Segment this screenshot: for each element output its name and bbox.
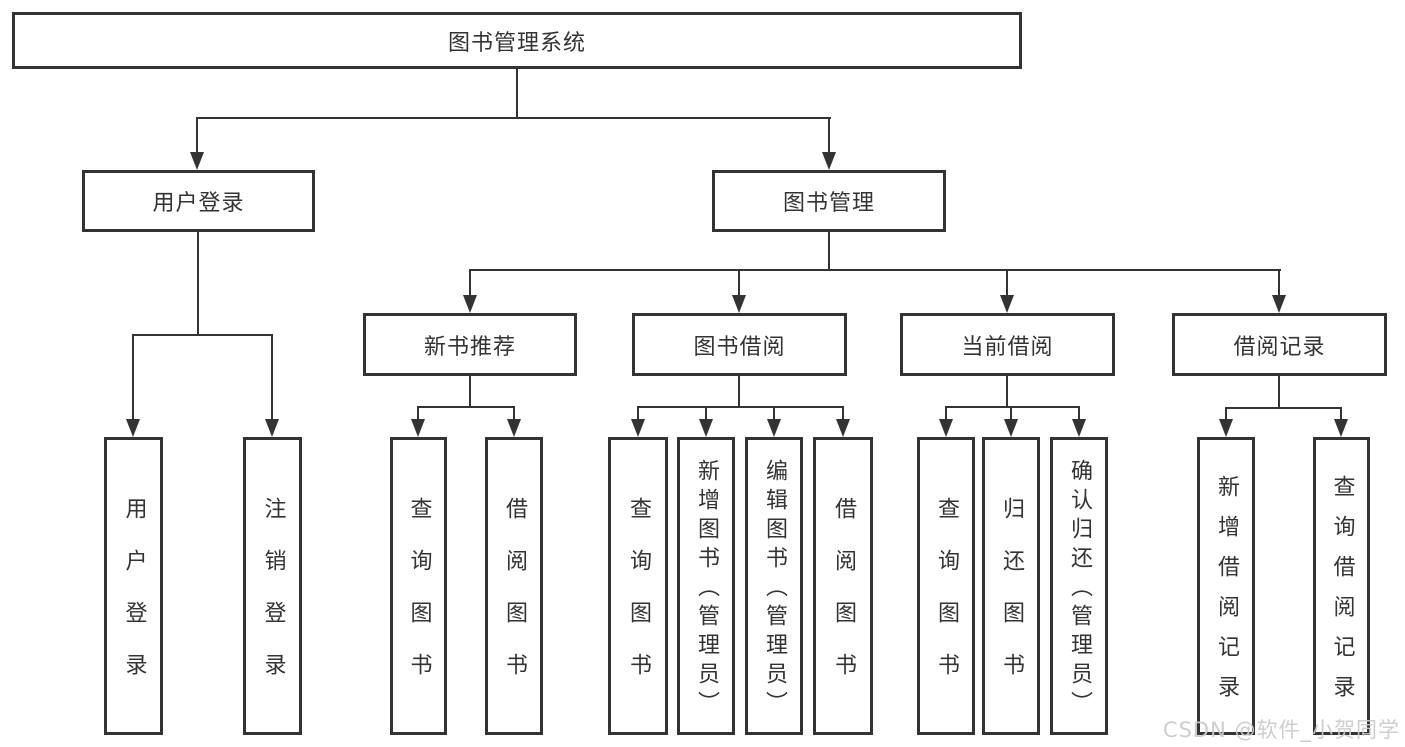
arrow-down-icon: [939, 419, 953, 437]
node-label: 新增借阅记录: [1214, 475, 1239, 715]
node-borrow-records: 借阅记录: [1172, 313, 1387, 376]
connector-line: [196, 117, 198, 153]
arrow-down-icon: [463, 295, 477, 313]
connector-line: [828, 232, 830, 270]
connector-line: [1006, 376, 1008, 407]
node-label: 编辑图书（管理员）: [762, 459, 787, 720]
connector-line: [842, 406, 844, 419]
node-label: 图书管理: [782, 191, 875, 216]
connector-line: [132, 334, 273, 336]
arrow-down-icon: [1000, 295, 1014, 313]
leaf-current-return-books: 归还图书: [982, 437, 1040, 735]
connector-line: [196, 117, 831, 119]
connector-line: [469, 269, 1281, 271]
node-label: 用户登录: [152, 191, 245, 216]
node-label: 查询借阅记录: [1329, 475, 1355, 715]
node-book-management: 图书管理: [712, 170, 946, 232]
node-user-login: 用户登录: [82, 170, 315, 232]
arrow-down-icon: [767, 419, 781, 437]
connector-line: [417, 406, 515, 408]
node-label: 确认归还（管理员）: [1067, 459, 1092, 720]
node-label: 图书借阅: [693, 334, 786, 360]
connector-line: [197, 232, 199, 335]
arrow-down-icon: [190, 152, 204, 170]
connector-line: [637, 406, 639, 419]
node-label: 借阅记录: [1233, 334, 1326, 360]
connector-line: [705, 406, 707, 419]
arrow-down-icon: [126, 419, 140, 437]
node-label: 用户登录: [121, 497, 147, 705]
connector-line: [1006, 269, 1008, 296]
arrow-down-icon: [699, 419, 713, 437]
connector-line: [1010, 406, 1012, 419]
arrow-down-icon: [411, 419, 425, 437]
leaf-records-add-record: 新增借阅记录: [1197, 437, 1255, 735]
arrow-down-icon: [1072, 419, 1086, 437]
arrow-down-icon: [1334, 419, 1348, 437]
leaf-borrow-query-books: 查询图书: [608, 437, 668, 735]
leaf-borrow-add-books-admin: 新增图书（管理员）: [677, 437, 735, 735]
connector-line: [773, 406, 775, 419]
leaf-recommend-borrow-books: 借阅图书: [485, 437, 543, 735]
node-label: 查询图书: [934, 497, 959, 705]
node-label: 当前借阅: [961, 334, 1054, 360]
connector-line: [132, 334, 134, 419]
connector-line: [1340, 407, 1342, 419]
arrow-down-icon: [1004, 419, 1018, 437]
connector-line: [1078, 406, 1080, 419]
node-label: 新增图书（管理员）: [694, 459, 719, 720]
node-new-book-recommend: 新书推荐: [363, 313, 577, 376]
connector-line: [1278, 269, 1280, 296]
node-label: 图书管理系统: [447, 30, 586, 56]
connector-line: [513, 406, 515, 419]
arrow-down-icon: [836, 419, 850, 437]
connector-line: [516, 69, 518, 118]
connector-line: [1278, 376, 1280, 408]
node-label: 借阅图书: [502, 497, 527, 705]
arrow-down-icon: [1219, 419, 1233, 437]
leaf-borrow-edit-books-admin: 编辑图书（管理员）: [745, 437, 803, 735]
node-label: 查询图书: [406, 497, 432, 705]
connector-line: [637, 406, 844, 408]
connector-line: [828, 117, 830, 153]
arrow-down-icon: [631, 419, 645, 437]
node-label: 归还图书: [999, 497, 1024, 705]
connector-line: [469, 376, 471, 407]
arrow-down-icon: [1272, 295, 1286, 313]
leaf-logout-login: 注销登录: [243, 437, 302, 735]
arrow-down-icon: [507, 419, 521, 437]
arrow-down-icon: [265, 419, 279, 437]
arrow-down-icon: [822, 152, 836, 170]
connector-line: [1225, 407, 1342, 409]
node-library-system: 图书管理系统: [12, 12, 1022, 69]
connector-line: [271, 334, 273, 419]
leaf-borrow-borrow-books: 借阅图书: [813, 437, 873, 735]
connector-line: [945, 406, 1080, 408]
connector-line: [469, 269, 471, 296]
connector-line: [417, 406, 419, 419]
connector-line: [945, 406, 947, 419]
leaf-current-confirm-return-admin: 确认归还（管理员）: [1050, 437, 1108, 735]
leaf-user-login: 用户登录: [104, 437, 163, 735]
leaf-records-query-record: 查询借阅记录: [1313, 437, 1370, 735]
node-current-borrow: 当前借阅: [900, 313, 1115, 376]
leaf-current-query-books: 查询图书: [917, 437, 975, 735]
node-label: 借阅图书: [831, 497, 856, 705]
watermark: CSDN @软件_小贺同学: [1162, 718, 1400, 742]
leaf-recommend-query-books: 查询图书: [390, 437, 447, 735]
node-label: 查询图书: [626, 497, 651, 705]
node-label: 注销登录: [260, 497, 286, 705]
connector-line: [738, 376, 740, 407]
arrow-down-icon: [732, 295, 746, 313]
connector-line: [738, 269, 740, 296]
node-book-borrow: 图书借阅: [632, 313, 847, 376]
connector-line: [1225, 407, 1227, 419]
node-label: 新书推荐: [423, 334, 516, 360]
